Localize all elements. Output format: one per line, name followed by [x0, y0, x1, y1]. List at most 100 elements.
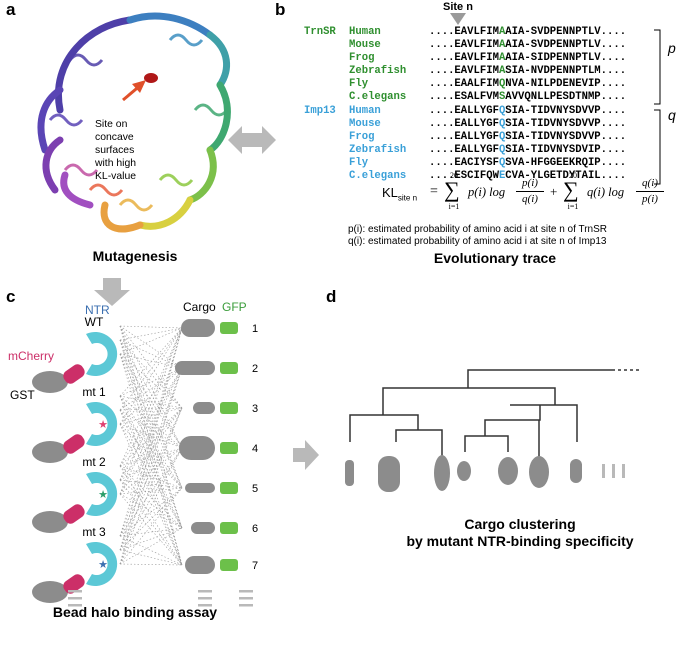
species-name: C.elegans: [349, 91, 407, 103]
alignment-row: Frog....EALLYGFQSIA-TIDVNYSDVVP....: [304, 131, 626, 144]
ellipsis-mark: [198, 590, 212, 593]
alignment-row: Frog....EAVLFIMAAIA-SIDPENNPTLV....: [304, 52, 626, 65]
sequence: ....EALLYGFQSIA-TIDVNYSDVVP....: [429, 118, 627, 130]
binding-line: [119, 407, 183, 425]
binding-line: [119, 353, 183, 449]
binding-line: [119, 353, 183, 369]
bait-label: mt 3: [82, 525, 106, 539]
site-residue: A: [498, 52, 506, 64]
group-brackets: [654, 29, 661, 185]
cargo-number: 1: [252, 323, 258, 335]
sequence: ....EAVLFIMASIA-NVDPENNPTLM....: [429, 65, 627, 77]
cargo-shape: [193, 402, 215, 414]
binding-line: [119, 339, 183, 369]
binding-line: [119, 327, 183, 467]
site-label: Site n: [443, 1, 473, 13]
panel-c-label: c: [6, 287, 16, 306]
bait-label: WT: [85, 315, 104, 329]
caption-line: by mutant NTR-binding specificity: [406, 533, 634, 549]
binding-line: [119, 487, 183, 537]
probability-notes: p(i): estimated probability of amino aci…: [348, 224, 607, 248]
term2-num: q(i): [642, 177, 658, 189]
cargo-shape: [185, 556, 215, 574]
annotation-line: Site on: [95, 119, 128, 130]
term2-den: p(i): [642, 193, 658, 205]
bait-label: mt 1: [82, 385, 106, 399]
binding-line: [119, 327, 183, 341]
gst-bead: [32, 581, 68, 603]
binding-line: [119, 407, 183, 551]
mutation-star-icon: ★: [98, 419, 108, 431]
cargo-shape: [185, 483, 215, 493]
protein-name: TrnSR: [304, 26, 336, 38]
mcherry-label: mCherry: [8, 349, 55, 363]
ellipsis-mark: [239, 597, 253, 600]
sum-sign: ∑: [444, 177, 460, 202]
ellipsis-mark: [68, 597, 82, 600]
cargo-shape: [175, 361, 215, 375]
site-residue: Q: [498, 144, 506, 156]
mcherry-tag: [63, 364, 85, 384]
panel-d-label: d: [326, 287, 337, 306]
gfp-tag: [220, 362, 238, 374]
binding-line: [119, 395, 183, 409]
panel-a-label: a: [6, 0, 16, 19]
sequence: ....EAVLFIMAAIA-SVDPENNPTLV....: [429, 26, 627, 38]
sequence: ....ESALFVMSAVVQNLLPESDTNMP....: [429, 91, 627, 103]
gst-label: GST: [10, 388, 35, 402]
ntr-protein: [86, 472, 118, 516]
cargo-leaf: [457, 461, 471, 481]
binding-line: [119, 325, 183, 489]
alignment-row: Mouse....EAVLFIMAAIA-SVDPENNPTLV....: [304, 39, 626, 52]
term1-coef: p(i) log: [468, 185, 506, 199]
binding-line: [119, 339, 183, 529]
binding-line: [119, 409, 183, 449]
binding-line: [119, 407, 183, 467]
binding-line: [119, 447, 183, 551]
species-name: Zebrafish: [349, 144, 407, 156]
ellipsis-mark: [239, 604, 253, 607]
binding-line: [119, 409, 183, 529]
binding-line: [119, 527, 183, 565]
binding-line: [119, 487, 183, 551]
binding-line: [119, 535, 183, 566]
species-name: Zebrafish: [349, 65, 407, 77]
panel-b-label: b: [275, 0, 286, 19]
protein-structure-image: [37, 12, 231, 233]
annotation-line: concave: [95, 132, 134, 143]
ntr-protein: [86, 542, 118, 586]
gfp-tag: [220, 522, 238, 534]
sequence: ....EAVLFIMAAIA-SVDPENNPTLV....: [429, 39, 627, 51]
species-name: Human: [349, 105, 381, 117]
formula-equals: =: [430, 184, 438, 199]
annotation-line: with high: [95, 158, 137, 169]
binding-line: [119, 447, 183, 495]
binding-line: [119, 325, 183, 329]
sequence: ....EALLYGFQSIA-TIDVNYSDVIP....: [429, 144, 627, 156]
binding-line: [119, 423, 183, 566]
binding-line: [119, 395, 183, 449]
cargo-number: 5: [252, 483, 258, 495]
cargo-leaves: [345, 455, 625, 492]
term1-den: q(i): [522, 193, 538, 205]
alignment-row: Zebrafish ....EAVLFIMASIA-NVDPENNPTLM....: [304, 65, 626, 78]
binding-line: [119, 339, 183, 566]
alignment-row: Mouse....EALLYGFQSIA-TIDVNYSDVVP....: [304, 118, 626, 131]
bracket-p-label: p: [668, 40, 676, 56]
binding-line: [119, 325, 183, 566]
binding-line: [119, 479, 183, 566]
gfp-tag: [220, 322, 238, 334]
mcherry-tag: [63, 504, 85, 524]
sum-lower: i=1: [567, 202, 579, 211]
right-arrow-icon: [293, 440, 319, 470]
gfp-tag: [220, 442, 238, 454]
sum-lower: i=1: [448, 202, 460, 211]
site-residue: A: [498, 26, 506, 38]
formula-plus: +: [550, 184, 558, 199]
cargo-shape: [191, 522, 215, 534]
binding-line: [119, 465, 183, 529]
gst-bead: [32, 371, 68, 393]
mcherry-tag: [63, 574, 85, 594]
binding-line: [119, 563, 183, 566]
